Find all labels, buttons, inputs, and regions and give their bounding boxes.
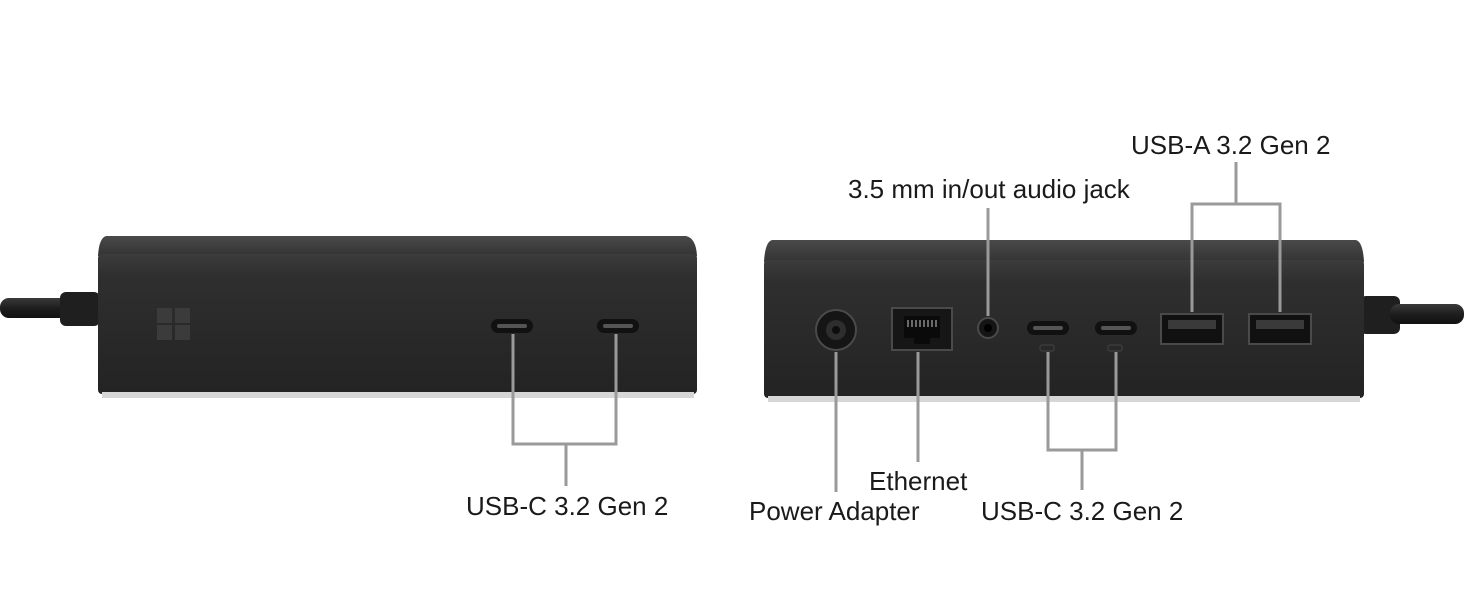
ethernet-port-icon — [891, 307, 953, 351]
right-cable-strain-relief — [1360, 296, 1400, 334]
left-dock-top — [98, 236, 697, 256]
dock-front-view — [0, 236, 697, 398]
left-dock-shadow — [102, 392, 694, 398]
usb-a-port-icon — [1248, 313, 1312, 345]
usb-c-port-icon — [1027, 321, 1069, 352]
left-cable-strain-relief — [60, 292, 100, 326]
right-dock-shadow — [768, 396, 1360, 402]
right-dock-top — [764, 240, 1364, 262]
usb-c-port-icon — [597, 319, 639, 333]
dock-back-view — [764, 240, 1464, 402]
left-cable — [0, 298, 70, 318]
usb-c-port-icon — [491, 319, 533, 333]
windows-logo-icon — [157, 308, 190, 340]
callout-power-adapter: Power Adapter — [749, 496, 920, 526]
callout-usba: USB-A 3.2 Gen 2 — [1131, 130, 1331, 160]
usb-a-port-icon — [1160, 313, 1224, 345]
right-cable — [1390, 304, 1464, 324]
callout-ethernet: Ethernet — [869, 466, 968, 496]
power-port-icon — [815, 309, 857, 351]
left-dock-body — [98, 254, 697, 394]
callout-right-usbc: USB-C 3.2 Gen 2 — [981, 496, 1184, 526]
callout-audio-jack: 3.5 mm in/out audio jack — [848, 174, 1130, 204]
usb-c-port-icon — [1095, 321, 1137, 352]
callout-left-usbc: USB-C 3.2 Gen 2 — [466, 491, 669, 521]
callout-lines — [511, 162, 1282, 492]
audio-jack-icon — [977, 317, 999, 339]
